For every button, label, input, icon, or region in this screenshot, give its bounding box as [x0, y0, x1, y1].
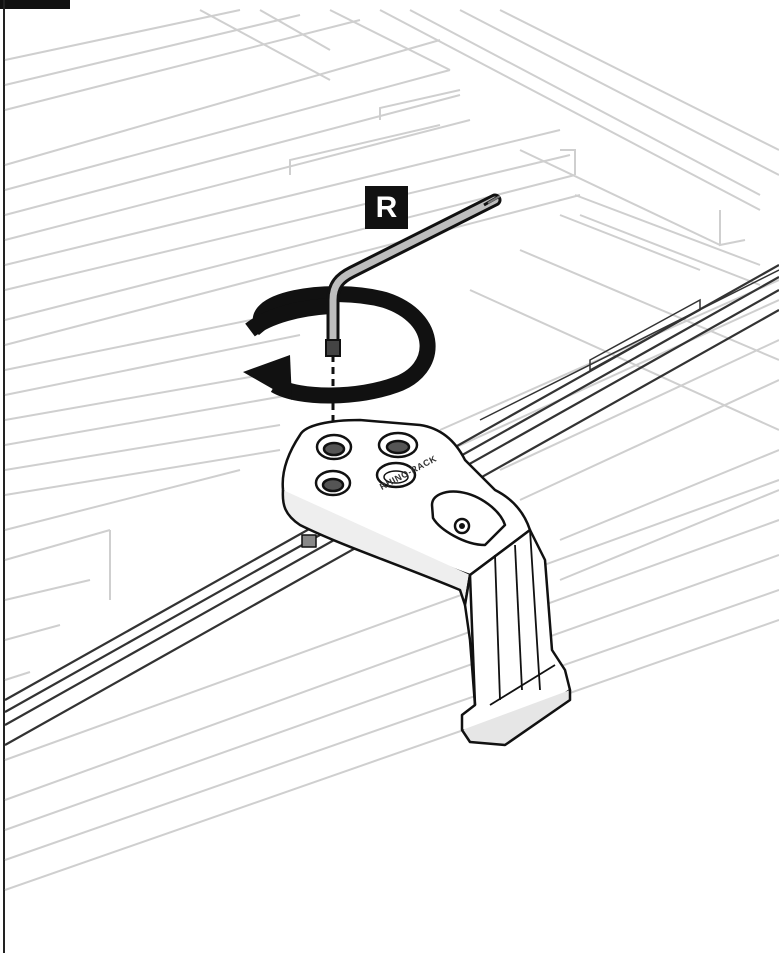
- rotate-counterclockwise-arrow-icon: [243, 286, 436, 404]
- callout-label-r: R: [365, 186, 408, 229]
- hex-key-icon: [325, 193, 502, 357]
- page-corner-tab: [0, 0, 70, 9]
- roof-rack-background: [4, 9, 779, 891]
- mounting-bracket: [281, 418, 572, 747]
